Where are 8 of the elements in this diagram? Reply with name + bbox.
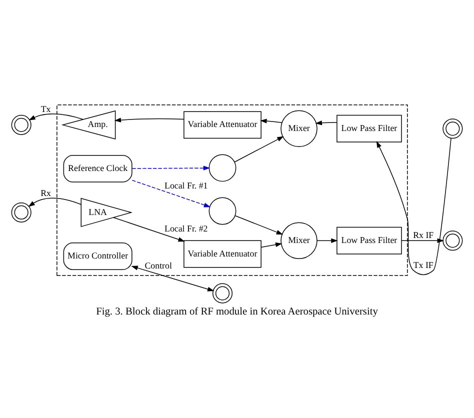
edge-label: Tx IF: [413, 259, 434, 270]
node-label: Local Fr. #1: [164, 180, 208, 190]
edge-label: Tx: [40, 104, 51, 114]
node-label: Local Fr. #2: [164, 222, 208, 233]
edge-label: Rx IF: [413, 230, 434, 240]
edge-label: Control: [144, 260, 172, 270]
edge-label: Rx: [40, 187, 52, 198]
caption: Fig. 3. Block diagram of RF module in Korea Aerospace University: [96, 306, 378, 317]
